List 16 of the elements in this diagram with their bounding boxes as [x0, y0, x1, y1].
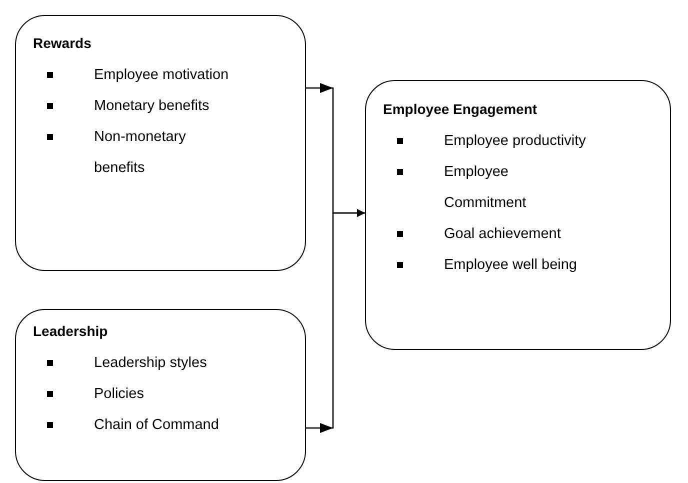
list-item: Employee Commitment	[444, 163, 528, 213]
rounded-box	[365, 80, 671, 350]
list-item: Employee productivity	[444, 132, 587, 151]
list-item: Leadership styles	[94, 354, 208, 373]
list-item: Policies	[94, 385, 145, 404]
box-heading: Leadership	[33, 323, 108, 339]
rounded-box	[15, 309, 306, 481]
box-heading: Employee Engagement	[383, 101, 538, 117]
list-item: Employee well being	[444, 256, 578, 275]
list-item: Goal achievement	[444, 225, 562, 244]
rounded-box	[15, 15, 306, 271]
box-heading: Rewards	[33, 35, 92, 51]
list-item: Non-monetary benefits	[94, 128, 187, 178]
list-item: Chain of Command	[94, 416, 220, 435]
list-item: Employee motivation	[94, 66, 230, 85]
list-item: Monetary benefits	[94, 97, 210, 116]
